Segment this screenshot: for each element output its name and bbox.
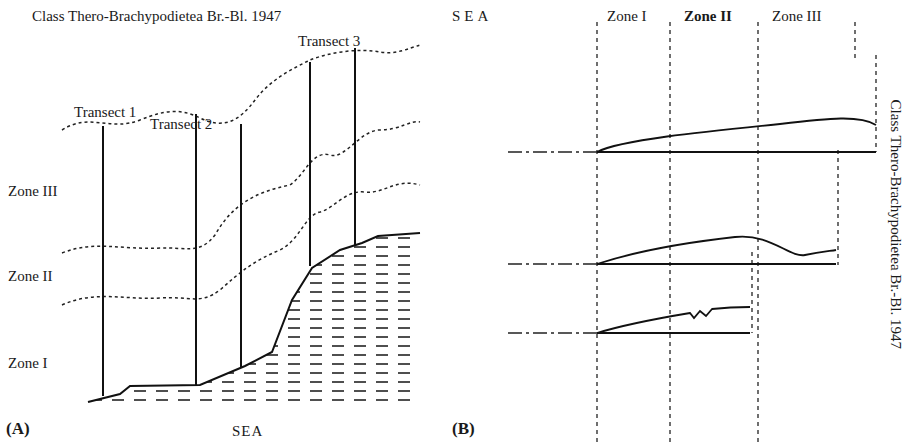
zone-label: Zone III bbox=[8, 183, 58, 200]
zone-label: Zone I bbox=[8, 355, 48, 372]
transect-label: Transect 2 bbox=[150, 116, 212, 133]
zone-label: Zone I bbox=[607, 8, 647, 25]
sea-hatching bbox=[88, 233, 420, 405]
sea-label: SEA bbox=[232, 423, 263, 440]
zone-label: Zone III bbox=[772, 8, 822, 25]
panel-letter: (B) bbox=[452, 420, 475, 439]
transect-label: Transect 1 bbox=[74, 104, 136, 121]
class-label: Class Thero-Brachypodietea Br.-Bl. 1947 bbox=[888, 99, 905, 348]
sea-level-lines bbox=[508, 152, 597, 333]
transect-lines bbox=[103, 48, 355, 396]
zone-boundary bbox=[62, 45, 420, 130]
profiles bbox=[597, 118, 876, 333]
transect-label: Transect 3 bbox=[298, 33, 360, 50]
figure-title: Class Thero-Brachypodietea Br.-Bl. 1947 bbox=[32, 8, 281, 25]
panel-letter: (A) bbox=[6, 420, 30, 439]
zone-dividers bbox=[597, 22, 876, 445]
coastline bbox=[88, 233, 420, 402]
zone-label: Zone II bbox=[684, 8, 732, 25]
sea-label: SEA bbox=[452, 8, 492, 25]
zone-label: Zone II bbox=[8, 268, 53, 285]
